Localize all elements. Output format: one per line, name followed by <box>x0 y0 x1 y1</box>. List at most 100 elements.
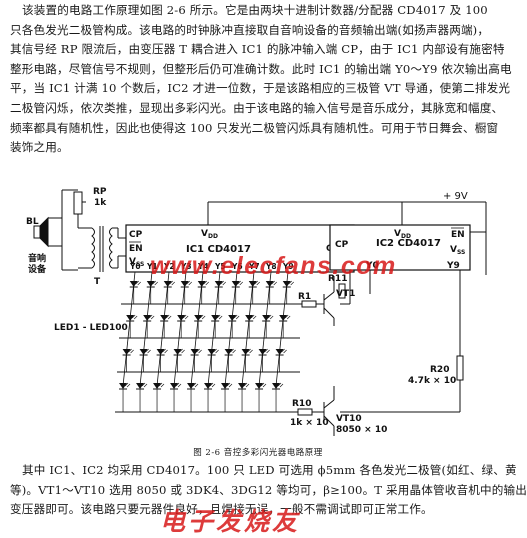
ic1-output-pin: Y0 <box>129 262 141 271</box>
supply-label: + 9V <box>443 191 468 202</box>
r10-label: R10 <box>292 399 311 409</box>
led-diode <box>224 348 237 356</box>
vt10-value: 8050 × 10 <box>336 425 387 435</box>
r20-value: 4.7k × 10 <box>408 376 456 386</box>
circuit-diagram: + 9V BL 音响 设备 RP 1k T CP EN VSS <box>26 187 487 436</box>
ic2-y9-pin: Y9 <box>446 261 460 271</box>
ic1-name: IC1 CD4017 <box>186 244 251 255</box>
led-diode <box>173 348 186 356</box>
column-wire <box>241 271 255 387</box>
led-diode <box>210 314 223 322</box>
ic1-vss-pin: VSS <box>129 257 144 268</box>
outro-paragraph: 其中 IC1、IC2 均采用 CD4017。100 只 LED 可选用 ϕ5mm… <box>10 461 527 520</box>
driver-stage-1 <box>300 270 371 326</box>
led-diode <box>193 314 206 322</box>
ic1-output-pin: Y7 <box>248 262 260 271</box>
driver-stage-10 <box>296 270 464 436</box>
rp-potentiometer <box>73 191 92 229</box>
led-diode <box>241 348 254 356</box>
r11-label: R11 <box>328 274 347 284</box>
vt10-label: VT10 <box>336 414 362 424</box>
led-diode <box>118 382 131 390</box>
led-diode <box>220 382 233 390</box>
led-diode <box>146 280 159 288</box>
led-diode <box>129 280 142 288</box>
ic2-chip: CP VDD EN VSS IC2 CD4017 Y0 Y9 <box>329 224 471 271</box>
led-diode <box>163 280 176 288</box>
r10-value: 1k × 10 <box>290 418 329 428</box>
led-diode <box>271 382 284 390</box>
rp-label: RP <box>93 187 107 197</box>
rp-value: 1k <box>94 198 107 208</box>
ic1-output-pin: Y8 <box>265 262 277 271</box>
led-range-label: LED1 - LED100 <box>54 323 128 333</box>
column-wire <box>156 271 170 387</box>
text-line: 只各色发光二极管构成。该电路的时钟脉冲直接取自音响设备的音频输出端(如扬声器两端… <box>10 22 490 37</box>
watermark-url: www.elecfans.com <box>150 252 397 280</box>
ic1-cp-pin: CP <box>129 230 143 240</box>
r20-label: R20 <box>430 365 449 375</box>
led-diode <box>142 314 155 322</box>
led-diode <box>275 348 288 356</box>
text-line: 该装置的电路工作原理如图 2-6 所示。它是由两块十进制计数器/分配器 CD40… <box>22 3 488 17</box>
led-diode <box>203 382 216 390</box>
ic2-vss-pin: VSS <box>450 245 465 256</box>
led-diode <box>282 280 295 288</box>
led-diode <box>139 348 152 356</box>
transformer-t <box>78 226 126 272</box>
source-label-2: 设备 <box>28 263 47 275</box>
intro-paragraph: 该装置的电路工作原理如图 2-6 所示。它是由两块十进制计数器/分配器 CD40… <box>10 1 512 158</box>
ic1-output-pin: Y6 <box>231 262 243 271</box>
text-line: 二极管闪烁，依次类推，显现出多彩闪光。由于该电路的输入信号是音乐成分，其脉宽和幅… <box>10 100 504 115</box>
ic2-en-pin: EN <box>451 230 465 240</box>
led-diode <box>186 382 199 390</box>
led-diode <box>207 348 220 356</box>
r1-label: R1 <box>298 292 311 302</box>
ic2-vdd-pin: VDD <box>394 229 411 240</box>
text-line: 整形电路，尽管信号不规则，但整形后仍可准确计数。此时 IC1 的输出端 Y0～Y… <box>10 61 512 76</box>
led-diode <box>122 348 135 356</box>
led-diode <box>197 280 210 288</box>
led-diode <box>156 348 169 356</box>
ic2-y0-pin: Y0 <box>365 261 379 271</box>
column-wire <box>173 271 187 387</box>
speaker-input <box>33 189 78 271</box>
ic1-output-pin: Y4 <box>197 262 209 271</box>
transformer-label: T <box>94 277 101 287</box>
text-line: 频率都具有随机性，因此也使得这 100 只发光二极管闪烁具有随机性。可用于节日舞… <box>10 120 499 135</box>
ic1-output-pin: Y3 <box>180 262 192 271</box>
led-diode <box>214 280 227 288</box>
bl-label: BL <box>26 217 39 227</box>
led-diode <box>159 314 172 322</box>
ic2-cp-pin: CP <box>335 240 349 250</box>
led-diode <box>254 382 267 390</box>
text-line: 其信号经 RP 限流后，由变压器 T 耦合进入 IC1 的脉冲输入端 CP，由于… <box>10 42 505 57</box>
led-diode <box>278 314 291 322</box>
text-line: 其中 IC1、IC2 均采用 CD4017。100 只 LED 可选用 ϕ5mm… <box>22 463 517 477</box>
led-diode <box>227 314 240 322</box>
text-line: 等)。VT1～VT10 选用 8050 或 3DK4、3DG12 等均可，β≥1… <box>10 482 527 497</box>
led-diode <box>265 280 278 288</box>
column-wire <box>207 271 221 387</box>
supply-rail <box>207 201 487 275</box>
figure-caption: 图 2-6 音控多彩闪光器电路原理 <box>193 448 323 458</box>
ic1-output-pin: Y1 <box>146 262 158 271</box>
text-line: 变压器即可。该电路只要元器件良好，且焊接无误，一般不需调试即可正常工作。 <box>10 502 433 517</box>
ic1-vdd-pin: VDD <box>201 229 218 240</box>
led-diode <box>176 314 189 322</box>
watermark-logo: 电子发烧友 <box>160 508 301 536</box>
led-diode <box>248 280 261 288</box>
column-wire <box>139 271 153 387</box>
led-diode <box>190 348 203 356</box>
led-diode <box>237 382 250 390</box>
led-diode <box>135 382 148 390</box>
column-wire <box>190 271 204 387</box>
source-label-1: 音响 <box>28 252 46 264</box>
column-wire <box>122 271 136 387</box>
column-wire <box>224 271 238 387</box>
ic1-chip: CP EN VSS VDD IC1 CD4017 QCO Y0Y1Y2Y3Y4Y… <box>125 224 355 273</box>
ic1-en-pin: EN <box>129 244 143 254</box>
led-diode <box>258 348 271 356</box>
column-wire <box>258 271 272 387</box>
led-diode <box>231 280 244 288</box>
